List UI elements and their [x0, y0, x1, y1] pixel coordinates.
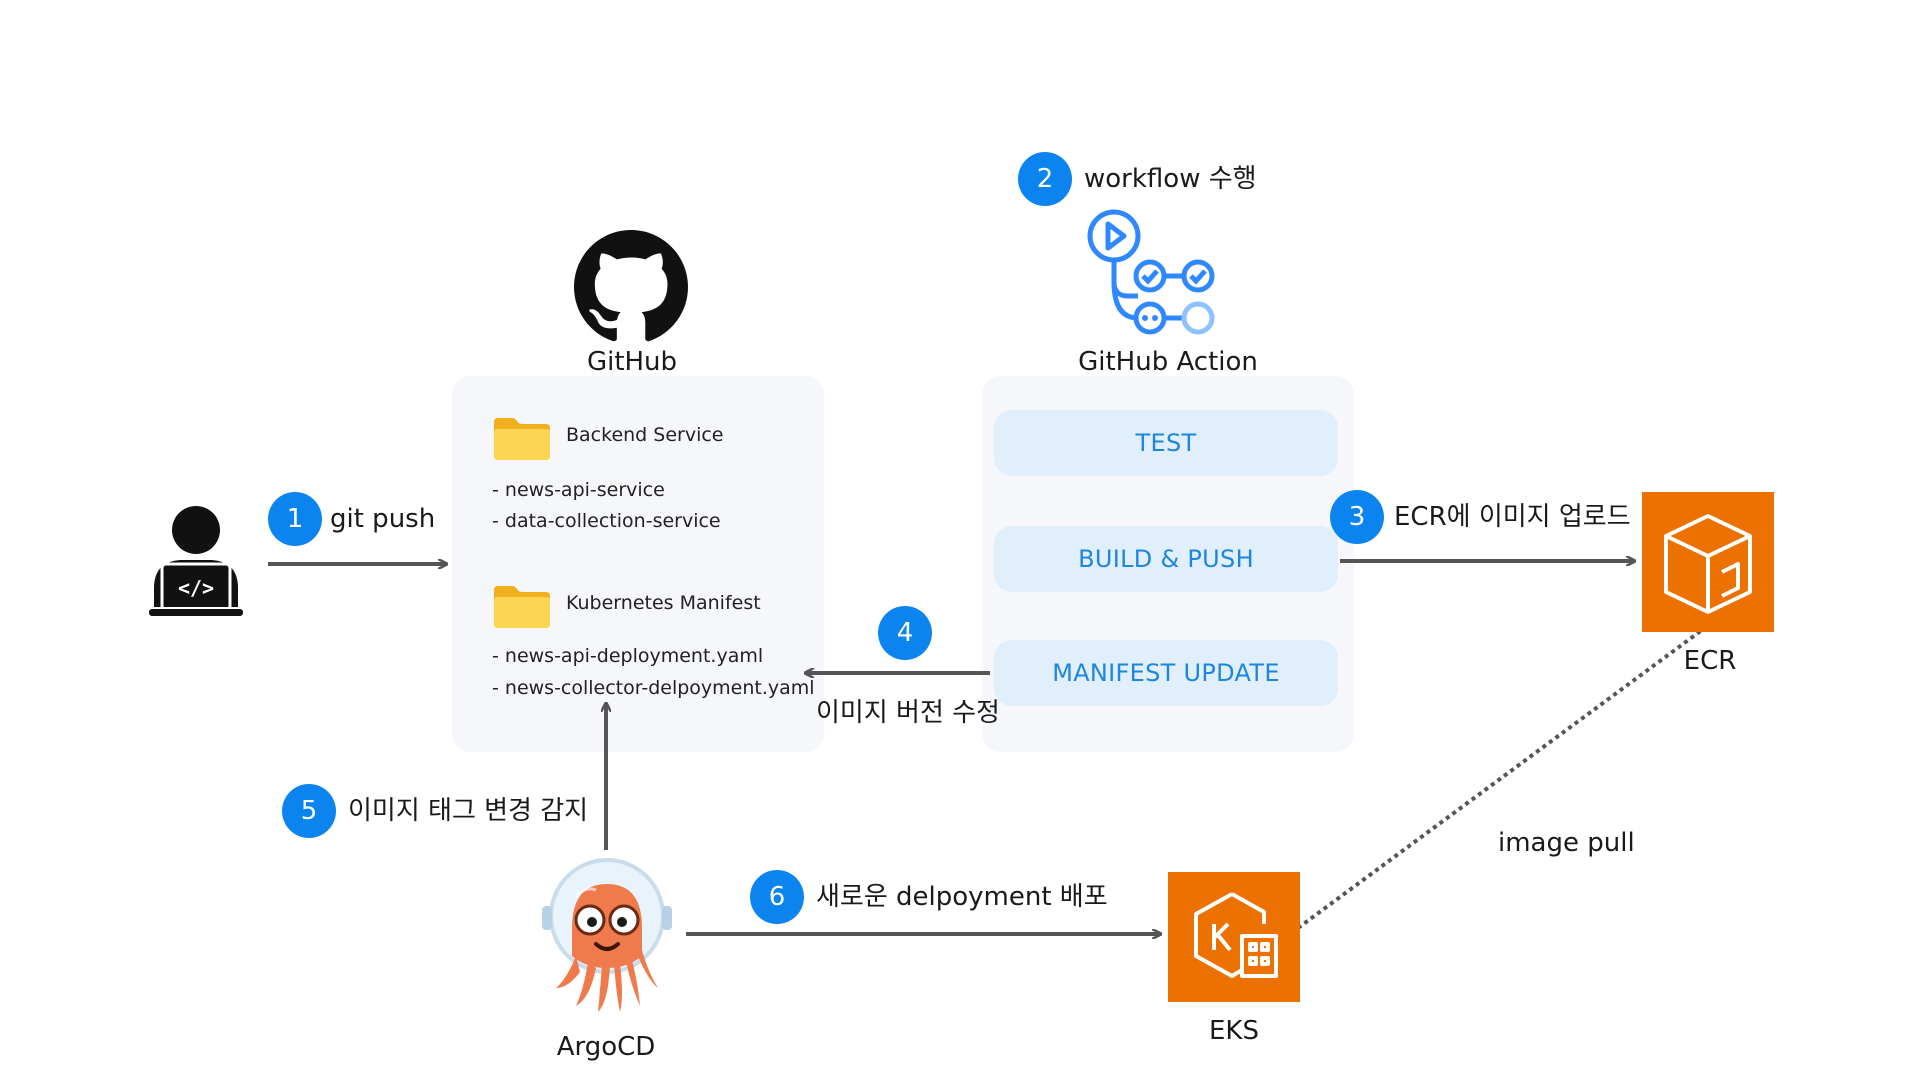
- eks-label: EKS: [1209, 1016, 1259, 1046]
- step-4-label: 이미지 버전 수정: [816, 698, 1000, 728]
- developer-laptop-icon: </>: [147, 506, 245, 618]
- step-2-badge: 2: [1018, 152, 1072, 206]
- github-action-panel: TEST BUILD & PUSH MANIFEST UPDATE: [982, 376, 1354, 752]
- github-actions-workflow-icon: [1087, 209, 1215, 335]
- backend-service-heading: Backend Service: [566, 424, 724, 446]
- step-3-badge: 3: [1330, 490, 1384, 544]
- kubernetes-manifest-heading: Kubernetes Manifest: [566, 592, 761, 614]
- repo-item: - news-api-service: [492, 479, 665, 501]
- ecr-icon: [1642, 492, 1774, 632]
- stage-build-push-label: BUILD & PUSH: [1078, 545, 1254, 573]
- stage-build-push: BUILD & PUSH: [994, 526, 1338, 592]
- repo-item: - news-api-deployment.yaml: [492, 645, 764, 667]
- step-1-label: git push: [330, 504, 436, 534]
- stage-manifest-update-label: MANIFEST UPDATE: [1052, 659, 1280, 687]
- github-icon: [574, 230, 688, 342]
- image-pull-label: image pull: [1498, 828, 1635, 858]
- svg-text:</>: </>: [178, 576, 214, 600]
- github-action-label: GitHub Action: [1078, 347, 1258, 377]
- folder-icon: [494, 586, 550, 628]
- step-3-label: ECR에 이미지 업로드: [1394, 502, 1631, 532]
- ecr-label: ECR: [1683, 646, 1737, 676]
- repo-item: - news-collector-delpoyment.yaml: [492, 677, 815, 699]
- github-label: GitHub: [586, 347, 678, 377]
- stage-test: TEST: [994, 410, 1338, 476]
- step-5-label: 이미지 태그 변경 감지: [348, 796, 589, 826]
- step-5-badge: 5: [282, 784, 336, 838]
- stage-test-label: TEST: [1135, 429, 1197, 457]
- argocd-icon: [542, 858, 672, 1012]
- step-6-badge: 6: [750, 870, 804, 924]
- step-6-label: 새로운 delpoyment 배포: [816, 882, 1108, 912]
- step-4-badge: 4: [878, 606, 932, 660]
- argocd-label: ArgoCD: [556, 1032, 656, 1062]
- step-2-label: workflow 수행: [1084, 164, 1257, 194]
- folder-icon: [494, 418, 550, 460]
- stage-manifest-update: MANIFEST UPDATE: [994, 640, 1338, 706]
- image-pull-dotted: [1296, 628, 1704, 930]
- eks-icon: [1168, 872, 1300, 1002]
- step-1-badge: 1: [268, 492, 322, 546]
- repo-item: - data-collection-service: [492, 510, 721, 532]
